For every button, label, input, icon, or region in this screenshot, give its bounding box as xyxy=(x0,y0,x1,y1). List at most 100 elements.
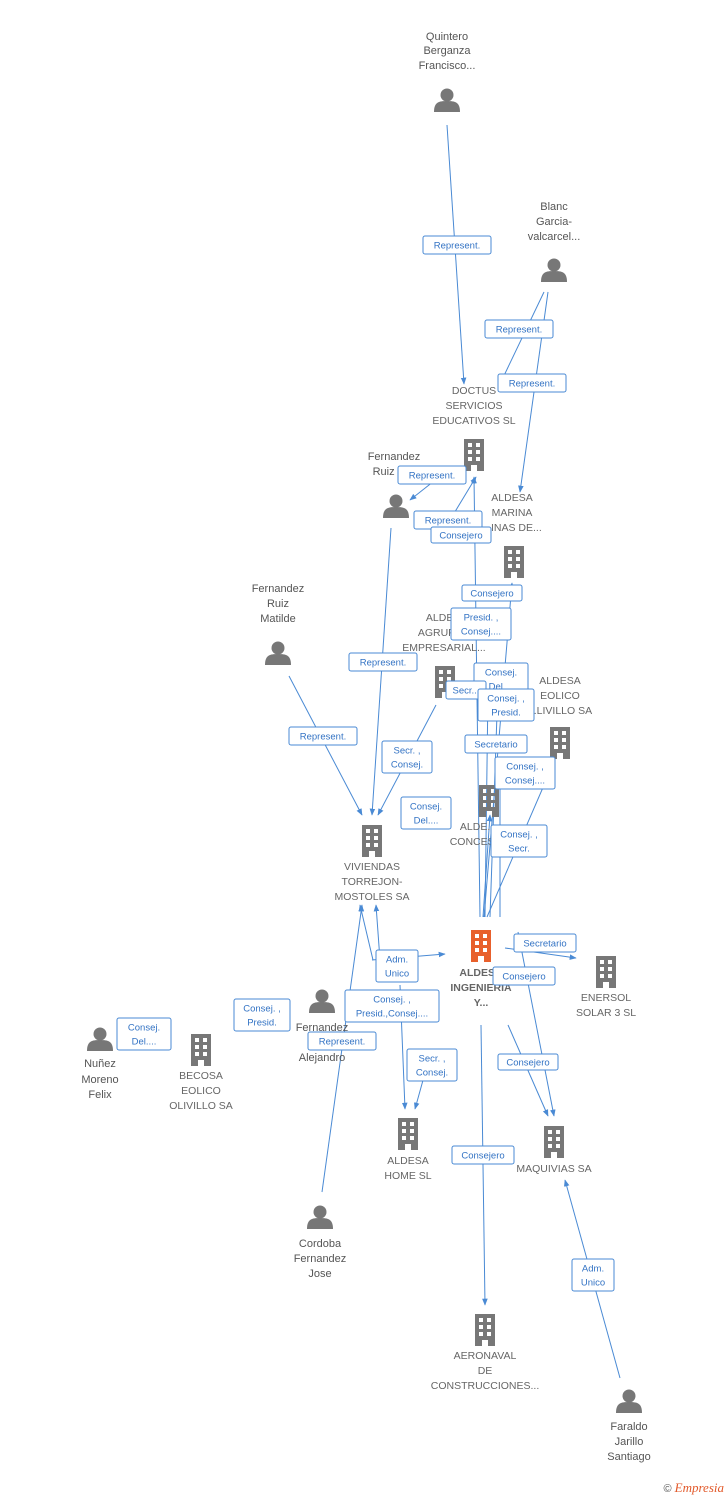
role-tag-r28[interactable]: Consejero xyxy=(451,1145,515,1165)
node-label: MARINA xyxy=(492,507,533,519)
person-icon[interactable] xyxy=(265,641,291,666)
role-tag-r29[interactable]: Adm.Unico xyxy=(571,1258,615,1292)
role-box[interactable] xyxy=(497,373,567,393)
role-tag-r7[interactable]: Consejero xyxy=(461,584,523,602)
role-tag-r4[interactable]: Represent. xyxy=(397,465,467,485)
role-box[interactable] xyxy=(451,1145,515,1165)
role-box[interactable] xyxy=(375,949,419,983)
role-box[interactable] xyxy=(422,235,492,255)
node-label: EDUCATIVOS SL xyxy=(432,415,515,427)
role-box[interactable] xyxy=(288,726,358,746)
role-box[interactable] xyxy=(397,465,467,485)
building-icon[interactable] xyxy=(475,1314,495,1346)
role-box[interactable] xyxy=(484,319,554,339)
role-box[interactable] xyxy=(400,796,452,830)
person-icon[interactable] xyxy=(307,1205,333,1230)
role-box[interactable] xyxy=(464,734,528,754)
role-tag-r22[interactable]: Consej. ,Presid. xyxy=(233,998,291,1032)
node-label: Fernandez xyxy=(296,1022,349,1034)
building-icon[interactable] xyxy=(362,825,382,857)
person-icon[interactable] xyxy=(541,258,567,283)
role-tag-r20[interactable]: Adm.Unico xyxy=(375,949,419,983)
role-tag-r26[interactable]: Secr. ,Consej. xyxy=(406,1048,458,1082)
role-tag-r11[interactable]: Secr... xyxy=(445,680,487,700)
role-box[interactable] xyxy=(430,526,492,544)
role-tag-r21[interactable]: Consejero xyxy=(492,966,556,986)
role-tag-r1[interactable]: Represent. xyxy=(422,235,492,255)
role-tag-r15[interactable]: Secretario xyxy=(464,734,528,754)
role-box[interactable] xyxy=(307,1031,377,1051)
role-box[interactable] xyxy=(381,740,433,774)
role-tag-r27[interactable]: Consejero xyxy=(497,1053,559,1071)
building-icon[interactable] xyxy=(191,1034,211,1066)
role-box[interactable] xyxy=(116,1017,172,1051)
node-label: MOSTOLES SA xyxy=(334,891,409,903)
role-box[interactable] xyxy=(571,1258,615,1292)
role-label: Consej.... xyxy=(505,776,545,787)
role-box[interactable] xyxy=(477,688,535,722)
role-box[interactable] xyxy=(406,1048,458,1082)
building-icon[interactable] xyxy=(504,546,524,578)
role-tag-r8[interactable]: Presid. ,Consej.... xyxy=(450,607,512,641)
role-tag-r17[interactable]: Consej.Del.... xyxy=(400,796,452,830)
role-box[interactable] xyxy=(490,824,548,858)
person-icon[interactable] xyxy=(616,1389,642,1414)
role-box[interactable] xyxy=(233,998,291,1032)
brand-logo[interactable]: Empresia xyxy=(674,1480,724,1495)
person-icon[interactable] xyxy=(383,494,409,519)
role-tag-r18[interactable]: Consej. ,Secr. xyxy=(490,824,548,858)
role-box[interactable] xyxy=(348,652,418,672)
role-tag-r25[interactable]: Represent. xyxy=(307,1031,377,1051)
role-box[interactable] xyxy=(492,966,556,986)
role-tag-r6[interactable]: Consejero xyxy=(430,526,492,544)
role-box[interactable] xyxy=(497,1053,559,1071)
building-icon[interactable] xyxy=(544,1126,564,1158)
person-icon[interactable] xyxy=(434,88,460,113)
building-icon[interactable] xyxy=(471,930,491,962)
role-box[interactable] xyxy=(344,989,440,1023)
node-quintero[interactable]: QuinteroBerganzaFrancisco... xyxy=(419,31,476,112)
role-tag-r19[interactable]: Secretario xyxy=(513,933,577,953)
role-label: Represent. xyxy=(319,1037,365,1048)
role-tag-r3[interactable]: Represent. xyxy=(497,373,567,393)
role-label: Consej. , xyxy=(506,762,544,773)
building-icon[interactable] xyxy=(596,956,616,988)
node-maquivias[interactable]: MAQUIVIAS SA xyxy=(516,1126,592,1175)
role-tag-r5[interactable]: Represent. xyxy=(413,510,483,530)
role-box[interactable] xyxy=(450,607,512,641)
role-label: Represent. xyxy=(509,379,555,390)
role-tag-r23[interactable]: Consej. ,Presid.,Consej.... xyxy=(344,989,440,1023)
role-tag-r2[interactable]: Represent. xyxy=(484,319,554,339)
role-tag-r12[interactable]: Consej. ,Presid. xyxy=(477,688,535,722)
role-tag-r24[interactable]: Consej.Del.... xyxy=(116,1017,172,1051)
building-icon[interactable] xyxy=(398,1118,418,1150)
building-icon[interactable] xyxy=(464,439,484,471)
role-tag-r14[interactable]: Secr. ,Consej. xyxy=(381,740,433,774)
node-label: OLIVILLO SA xyxy=(169,1100,233,1112)
role-tag-r16[interactable]: Consej. , Consej.... xyxy=(494,756,556,790)
person-icon[interactable] xyxy=(309,989,335,1014)
role-box[interactable] xyxy=(513,933,577,953)
node-label: TORREJON- xyxy=(341,876,403,888)
role-box[interactable] xyxy=(494,756,556,790)
node-blanc[interactable]: BlancGarcia-valcarcel... xyxy=(528,201,581,282)
building-icon[interactable] xyxy=(479,785,499,817)
node-aeronaval[interactable]: AERONAVALDECONSTRUCCIONES... xyxy=(431,1314,540,1392)
role-box[interactable] xyxy=(461,584,523,602)
role-tag-r13[interactable]: Represent. xyxy=(288,726,358,746)
building-icon[interactable] xyxy=(550,727,570,759)
role-tag-r9[interactable]: Represent. xyxy=(348,652,418,672)
person-icon[interactable] xyxy=(87,1027,113,1052)
